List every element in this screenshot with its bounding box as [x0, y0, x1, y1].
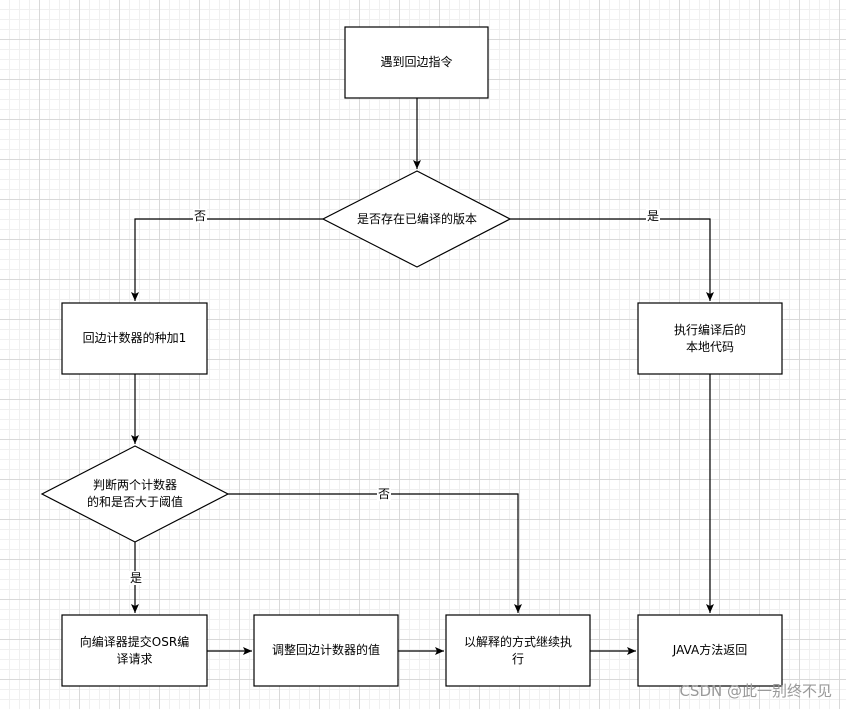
edge-threshold-no-to-interpret — [228, 493, 522, 613]
has-compiled-label: 是否存在已编译的版本 — [356, 211, 477, 226]
edge-label-above-threshold: 是 — [128, 571, 144, 585]
has-compiled-diamond — [321, 170, 512, 268]
exec-native-label: 执行编译后的 本地代码 — [673, 322, 746, 354]
edge-label-below-threshold: 否 — [376, 487, 392, 501]
counter-add-label: 回边计数器的种加1 — [82, 331, 187, 345]
interpret-box — [445, 614, 591, 687]
java-return-box — [637, 614, 783, 687]
java-return-label: JAVA方法返回 — [672, 643, 748, 657]
adjust-counter-label: 调整回边计数器的值 — [271, 643, 380, 657]
edge-label-no-compiled: 否 — [192, 209, 208, 223]
adjust-counter-box — [253, 614, 399, 687]
submit-osr-box — [61, 614, 208, 687]
counter-add-box — [61, 302, 208, 375]
start-box — [344, 26, 489, 99]
submit-osr-label: 向编译器提交OSR编 译请求 — [79, 634, 190, 666]
edge-label-yes-compiled: 是 — [645, 209, 661, 223]
interpret-label: 以解释的方式继续执 行 — [463, 634, 572, 666]
start-label: 遇到回边指令 — [380, 55, 453, 69]
check-threshold-label: 判断两个计数器 的和是否大于阈值 — [86, 478, 183, 509]
exec-native-box — [637, 302, 783, 375]
watermark: CSDN @此一别终不见 — [679, 682, 832, 700]
edge-no-to-counter — [131, 218, 323, 301]
edge-yes-to-native — [510, 218, 714, 301]
